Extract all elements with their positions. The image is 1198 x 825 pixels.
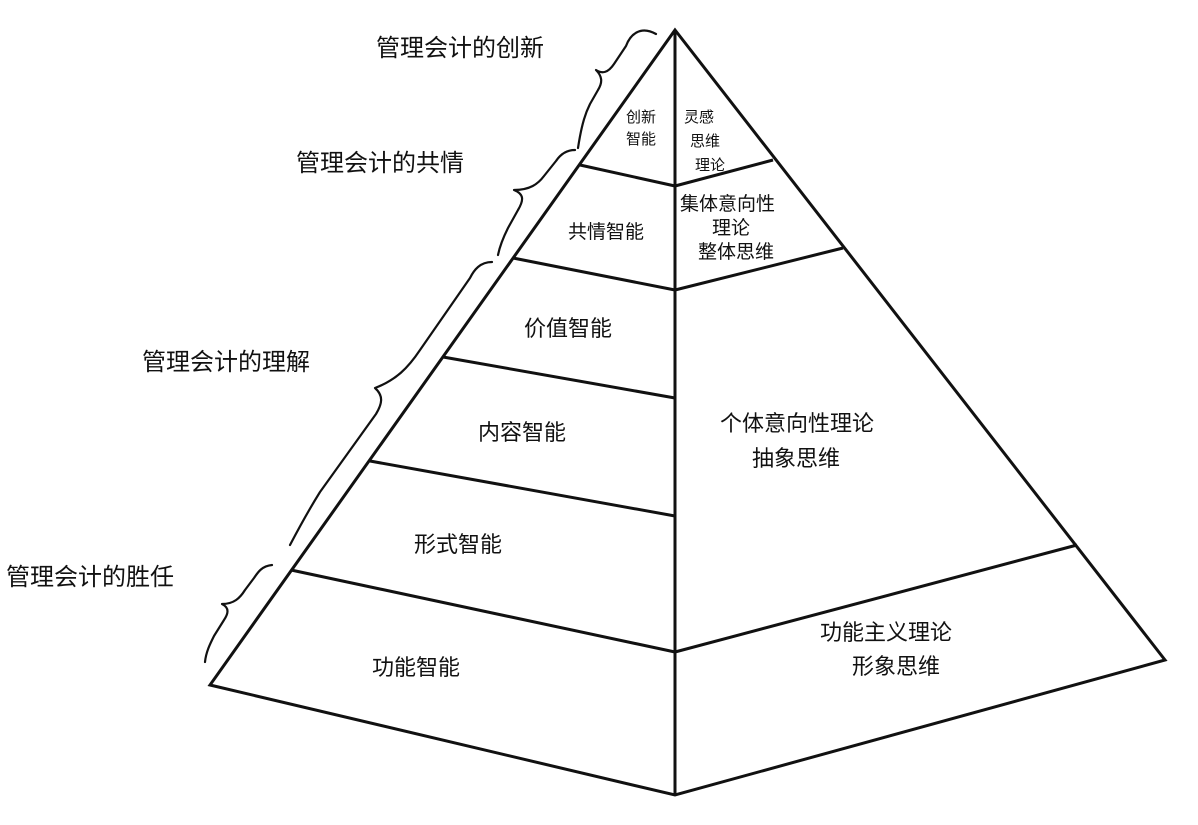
left-divider-1 [579, 163, 676, 188]
right-divider-2 [674, 246, 844, 292]
left-function-intelligence: 功能智能 [372, 656, 460, 681]
left-divider-4 [369, 459, 676, 518]
right-collective-line2: 理论 [712, 217, 750, 239]
brace-competence [203, 563, 274, 664]
right-divider-1 [674, 158, 774, 188]
right-individual-line2: 抽象思维 [752, 447, 840, 472]
left-empathy-intelligence: 共情智能 [568, 221, 644, 243]
right-inspiration-line1: 灵感 [684, 108, 714, 126]
left-divider-5 [290, 568, 676, 654]
left-form-intelligence: 形式智能 [414, 533, 502, 558]
left-divider-3 [442, 355, 676, 400]
left-innovation-line2: 智能 [626, 130, 656, 148]
right-inspiration-line2: 思维 [690, 132, 720, 150]
left-content-intelligence: 内容智能 [478, 421, 566, 446]
right-divider-3 [674, 543, 1078, 654]
right-collective-line1: 集体意向性 [680, 193, 775, 215]
right-functionalism-line2: 形象思维 [852, 655, 940, 680]
label-understanding: 管理会计的理解 [142, 348, 310, 376]
brace-empathy [496, 148, 577, 257]
left-divider-2 [512, 256, 676, 292]
left-innovation-line1: 创新 [626, 108, 656, 126]
right-functionalism-line1: 功能主义理论 [820, 621, 952, 646]
pyramid-outline [207, 27, 1168, 797]
label-empathy: 管理会计的共情 [296, 149, 464, 177]
label-competence: 管理会计的胜任 [6, 563, 174, 591]
brace-innovation [576, 29, 658, 150]
right-individual-line1: 个体意向性理论 [720, 412, 874, 437]
right-collective-line3: 整体思维 [698, 241, 774, 263]
label-innovation: 管理会计的创新 [376, 34, 544, 62]
left-value-intelligence: 价值智能 [524, 317, 612, 342]
right-inspiration-line3: 理论 [695, 156, 725, 174]
brace-understanding [288, 260, 494, 547]
